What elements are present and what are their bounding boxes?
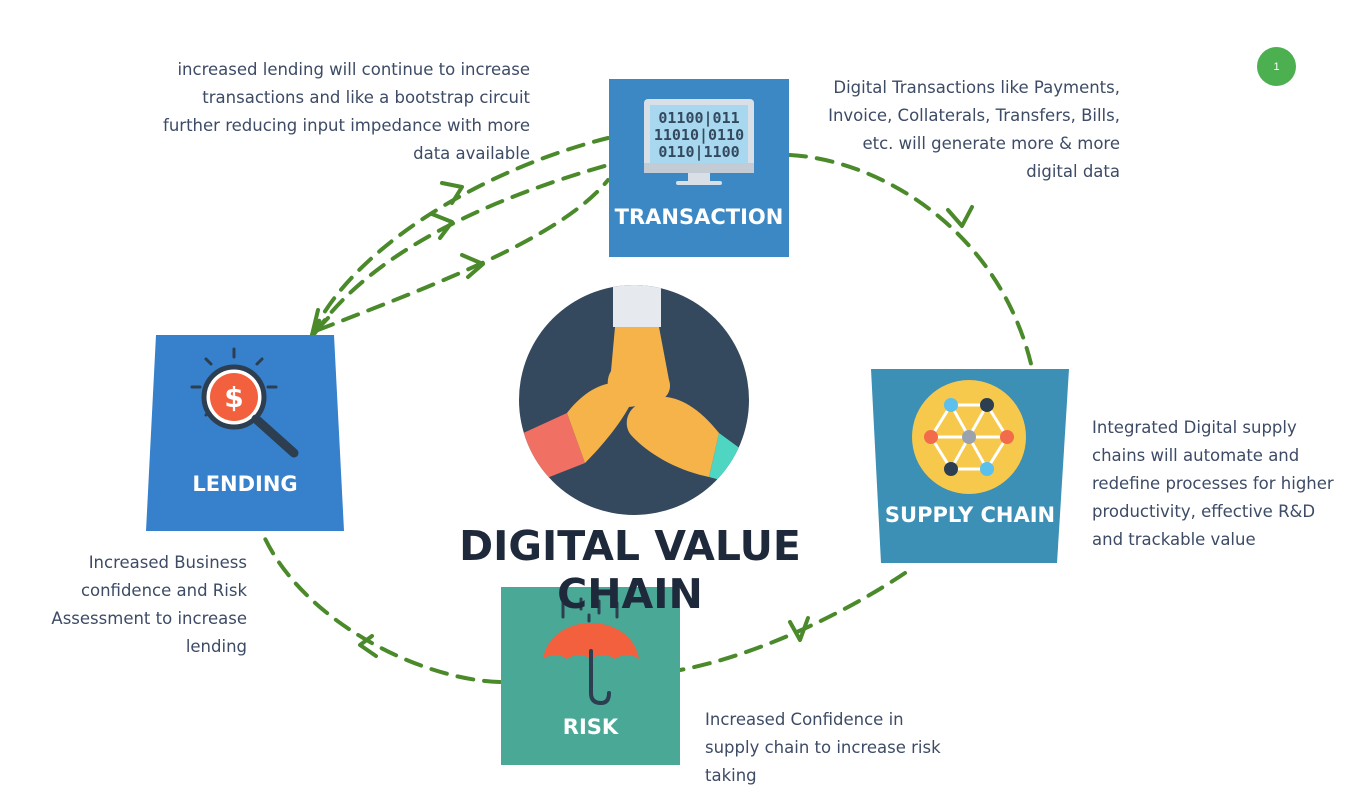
lending-description: Increased Business confidence and Risk A… (51, 553, 247, 656)
lending-label: LENDING (192, 472, 298, 496)
umbrella-rain-icon (543, 597, 639, 706)
arrow-lending-to-transaction-1 (310, 136, 610, 337)
transaction-label: TRANSACTION (614, 205, 784, 229)
arrowhead-6 (460, 253, 485, 279)
diagram-title: DIGITAL VALUE CHAIN (459, 522, 801, 618)
lending-node: $ (146, 335, 344, 531)
supply-chain-description: Integrated Digital supply chains will au… (1092, 418, 1334, 549)
risk-description: Increased Confidence in supply chain to … (705, 710, 941, 785)
lending-to-transaction-description: increased lending will continue to incre… (163, 60, 530, 163)
network-nodes-icon (912, 380, 1026, 494)
supply-chain-node (871, 369, 1069, 563)
arrowhead-5 (430, 212, 454, 240)
magnifier-dollar-icon: $ (190, 347, 299, 458)
risk-node: RISK (501, 587, 680, 765)
computer-monitor-binary-icon: 01100|011 11010|0110 0110|1100 (644, 99, 754, 185)
joined-hands-icon (519, 285, 749, 515)
risk-label: RISK (562, 715, 619, 739)
arrowhead-4 (440, 181, 464, 205)
transaction-description: Digital Transactions like Payments, Invo… (828, 78, 1120, 181)
transaction-node: 01100|011 11010|0110 0110|1100 TRANSACTI… (609, 79, 789, 257)
svg-text:11010|0110: 11010|0110 (654, 126, 744, 145)
arrowhead-3 (358, 634, 378, 658)
svg-text:01100|011: 01100|011 (658, 109, 739, 128)
svg-text:0110|1100: 0110|1100 (658, 143, 739, 162)
supply-chain-label: SUPPLY CHAIN (884, 503, 1056, 527)
arrow-transaction-to-supply (788, 153, 1034, 370)
svg-text:$: $ (224, 381, 243, 414)
page-number-badge: 1 (1257, 47, 1296, 86)
arrowhead-1 (946, 205, 974, 228)
arrowhead-2 (788, 616, 810, 642)
